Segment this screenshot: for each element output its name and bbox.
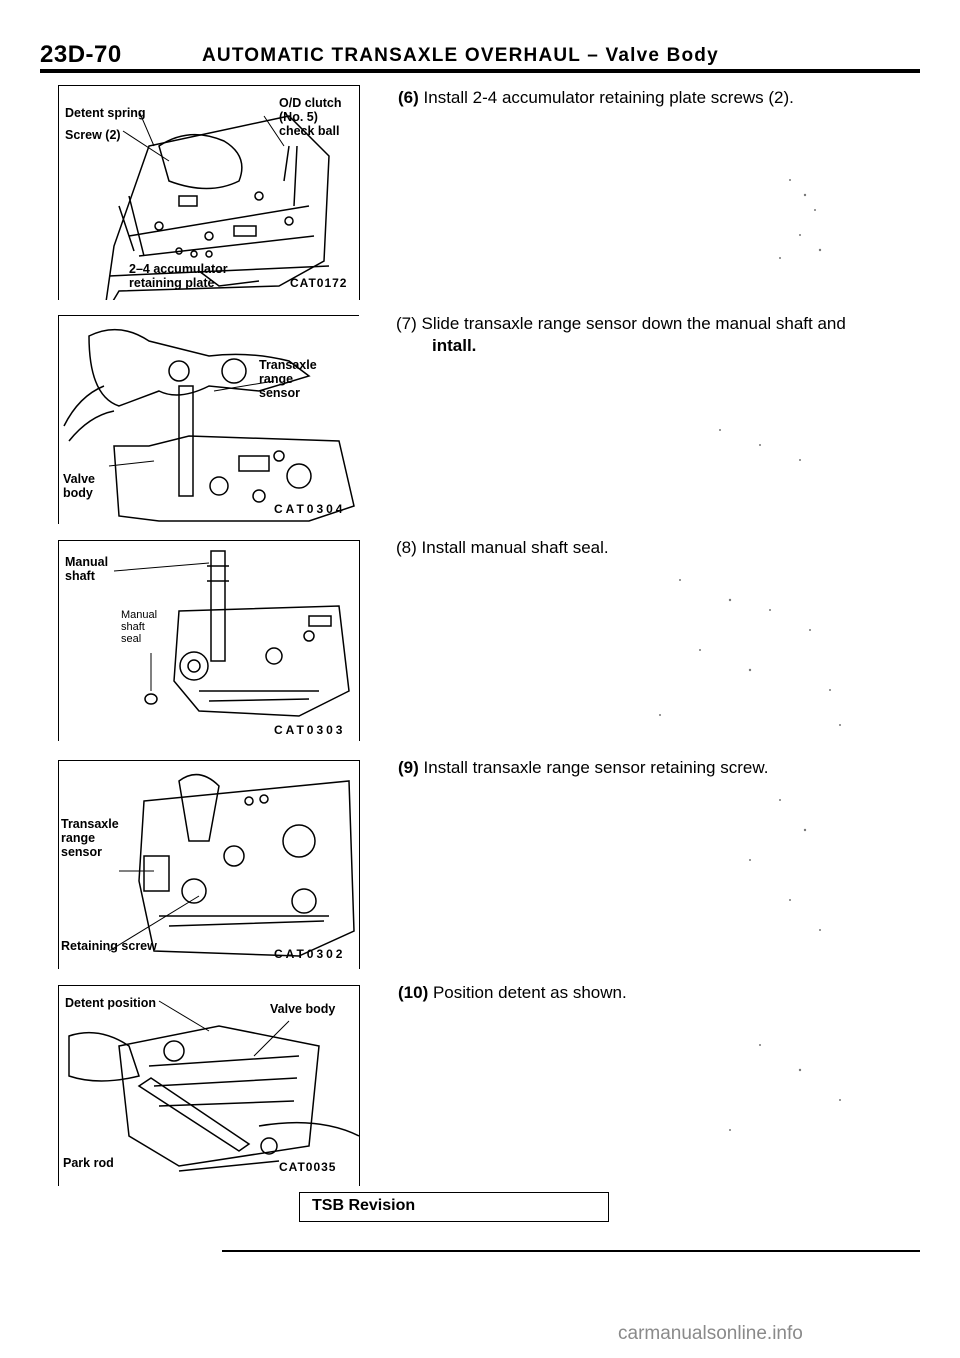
label-screw: Screw (2): [65, 128, 121, 142]
manual-shaft-illustration: [113, 550, 350, 717]
label-accumulator-2: retaining plate: [129, 276, 215, 290]
figure-detent-spring: Detent spring Screw (2) O/D clutch (No. …: [58, 85, 360, 300]
label-transaxle: Transaxle: [259, 358, 317, 372]
label-range: range: [61, 831, 96, 845]
step-number: (9): [398, 758, 419, 777]
tsb-revision-label: TSB Revision: [312, 1197, 416, 1214]
step-text: Install manual shaft seal.: [421, 538, 609, 557]
figure-retaining-screw: Transaxle range sensor Retaining screw C…: [58, 760, 360, 969]
label-park-rod: Park rod: [63, 1156, 114, 1170]
label-sensor: sensor: [61, 845, 102, 859]
label-seal: seal: [121, 633, 142, 645]
step-8: (8) Install manual shaft seal.: [396, 537, 609, 559]
figure-code: CAT0035: [279, 1160, 337, 1174]
label-transaxle: Transaxle: [61, 817, 119, 831]
label-body: body: [63, 486, 93, 500]
step-text: Position detent as shown.: [432, 983, 627, 1002]
label-retaining-screw: Retaining screw: [61, 939, 157, 953]
header-rule: [40, 69, 920, 73]
detent-position-illustration: [68, 1000, 359, 1172]
step-9: (9) Install transaxle range sensor retai…: [398, 757, 768, 779]
step-7: (7) Slide transaxle range sensor down th…: [396, 313, 846, 335]
step-7-continuation: intall.: [432, 336, 477, 355]
figure-code: CAT0302: [274, 947, 346, 961]
scan-noise: [659, 179, 841, 1131]
label-od-clutch-2: (No. 5): [279, 110, 318, 124]
figure-manual-shaft-seal: Manual shaft Manual shaft seal CAT0303: [58, 540, 360, 741]
tsb-revision-box: TSB Revision: [299, 1192, 609, 1222]
label-seal-shaft: shaft: [121, 621, 145, 633]
label-seal-manual: Manual: [121, 609, 158, 621]
figure-code: CAT0172: [290, 276, 348, 290]
step-text: Install 2-4 accumulator retaining plate …: [423, 88, 794, 107]
label-accumulator-1: 2–4 accumulator: [129, 262, 228, 276]
retaining-screw-illustration: [108, 773, 355, 957]
label-shaft: shaft: [65, 569, 95, 583]
step-number: (8): [396, 538, 417, 557]
page-title: AUTOMATIC TRANSAXLE OVERHAUL – Valve Bod…: [202, 45, 719, 66]
watermark: carmanualsonline.info: [618, 1323, 803, 1344]
step-text: Install transaxle range sensor retaining…: [423, 758, 769, 777]
step-number: (7): [396, 314, 417, 333]
figure-detent-position: Detent position Valve body Park rod CAT0…: [58, 985, 360, 1186]
step-number: (6): [398, 88, 419, 107]
label-sensor: sensor: [259, 386, 300, 400]
footer-rule: [222, 1250, 920, 1252]
sensor-installation-illustration: [63, 328, 355, 522]
step-number: (10): [398, 983, 429, 1002]
label-manual: Manual: [65, 555, 109, 569]
section-code: 23D-70: [40, 41, 122, 68]
label-valve-body: Valve body: [270, 1002, 336, 1016]
label-detent-position: Detent position: [65, 996, 156, 1010]
label-range: range: [259, 372, 294, 386]
figure-transaxle-range-sensor: Transaxle range sensor Valve body CAT030…: [58, 315, 359, 524]
step-10: (10) Position detent as shown.: [398, 982, 627, 1004]
figure-code: CAT0303: [274, 723, 346, 737]
label-od-clutch-1: O/D clutch: [279, 96, 342, 110]
label-detent-spring: Detent spring: [65, 106, 146, 120]
page-header: 23D-70 AUTOMATIC TRANSAXLE OVERHAUL – Va…: [0, 0, 960, 80]
label-valve: Valve: [63, 472, 95, 486]
label-od-clutch-3: check ball: [279, 124, 340, 138]
step-6: (6) Install 2-4 accumulator retaining pl…: [398, 87, 794, 109]
figure-code: CAT0304: [274, 502, 346, 516]
valve-body-illustration: [105, 110, 330, 300]
step-text: Slide transaxle range sensor down the ma…: [421, 314, 846, 333]
